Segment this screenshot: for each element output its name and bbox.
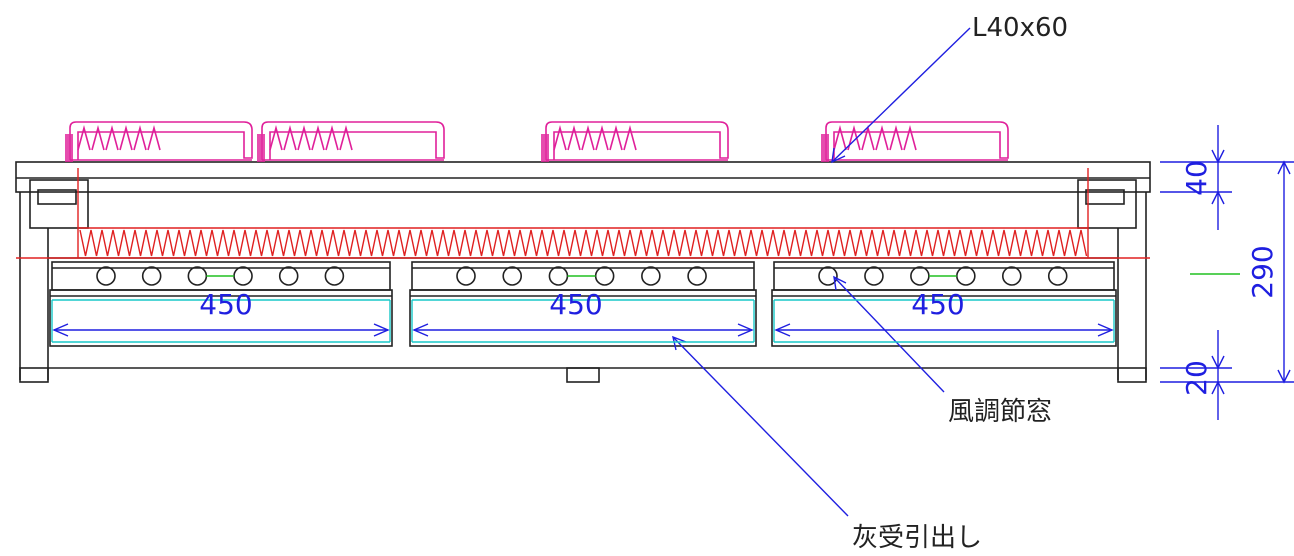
top-plate (15, 161, 1151, 193)
arrow-40-bottom (1211, 190, 1225, 205)
leader-angle-steel-arrow (831, 147, 846, 164)
dim-drawer-width-1: 450 (199, 288, 252, 321)
angle-steel-label: L40x60 (972, 13, 1068, 43)
fire-bar-row (16, 168, 1150, 259)
ash-drawer-label: 灰受引出し (852, 523, 982, 553)
right-beam-inner (1085, 189, 1125, 205)
center-foot (566, 367, 600, 383)
air-hole (324, 266, 345, 286)
left-beam-inner (37, 189, 77, 205)
grate-tooth (105, 124, 119, 151)
ash-drawer-body (771, 289, 1117, 347)
right-beam (1077, 179, 1137, 229)
air-hole (1047, 266, 1068, 286)
air-hole (910, 266, 930, 286)
grate-tooth (567, 124, 581, 151)
dim-drawer-width-2: 450 (549, 288, 602, 321)
center-marks (206, 273, 1240, 277)
air-hole (641, 266, 661, 286)
grate-tooth (553, 124, 567, 151)
grate-tooth (269, 124, 283, 151)
air-hole (456, 266, 476, 286)
drawer-width-arrow-right (1097, 323, 1114, 337)
arrow-20-top (1211, 355, 1225, 370)
grate-tooth (311, 124, 325, 151)
grate-tooth (595, 124, 609, 151)
grate-tooth (847, 124, 861, 151)
air-hole (1001, 266, 1022, 286)
dim-drawer-width-3: 450 (911, 288, 964, 321)
leader-angle-steel (831, 27, 971, 163)
left-beam (29, 179, 89, 229)
dim-top-thickness: 40 (1180, 160, 1213, 196)
drawer-width-arrow-left (412, 323, 429, 337)
grate-tooth (833, 124, 847, 151)
air-window-label: 風調節窓 (948, 397, 1052, 427)
dim-bottom-thickness: 20 (1180, 360, 1213, 396)
air-hole (141, 266, 162, 286)
leader-air-window (833, 276, 945, 393)
grate-tooth (91, 124, 105, 151)
grate-tooth (77, 124, 91, 151)
firebar-zigzag (79, 229, 1088, 257)
arrow-40-top (1211, 149, 1225, 164)
frame-structure (15, 161, 1151, 383)
arrow-290-top (1277, 160, 1291, 175)
arrow-290-bottom (1277, 369, 1291, 384)
grate-tooth (147, 124, 161, 151)
air-hole (233, 266, 253, 286)
grate-handle (545, 121, 729, 160)
air-hole (956, 266, 976, 286)
grate-handle (825, 121, 1009, 160)
air-hole (594, 266, 615, 286)
grate-tooth (339, 124, 353, 151)
drawer-width-arrow-right (373, 323, 390, 337)
grate-tooth (623, 124, 637, 151)
air-hole (818, 266, 838, 286)
leader-ash-drawer-arrow (672, 335, 687, 351)
grate-tooth (325, 124, 339, 151)
left-foot (19, 367, 49, 383)
grate-tooth (133, 124, 147, 151)
ash-drawers (49, 261, 1117, 347)
ash-drawer-body (409, 289, 757, 347)
dim-total-height: 290 (1246, 245, 1279, 298)
arrow-20-bottom (1211, 380, 1225, 395)
air-hole (502, 266, 523, 286)
grate-handle (261, 121, 445, 160)
right-foot (1117, 367, 1147, 383)
grate-tooth (581, 124, 595, 151)
drawer-width-arrow-left (774, 323, 791, 337)
grate-tooth (903, 124, 917, 151)
ash-drawer-body (49, 289, 393, 347)
grate-tooth (875, 124, 889, 151)
leader-air-window-arrow (833, 275, 847, 291)
grate-tooth (889, 124, 903, 151)
leader-ash-drawer (672, 336, 849, 517)
grate-handle (69, 121, 253, 160)
dimension-lines (51, 27, 1294, 517)
air-hole (548, 266, 569, 286)
air-hole (278, 266, 299, 286)
grate-sections (65, 121, 1009, 162)
air-hole (96, 266, 116, 286)
grate-tooth (297, 124, 311, 151)
air-hole (187, 266, 208, 286)
drawer-width-arrow-right (737, 323, 754, 337)
air-hole (687, 266, 707, 286)
grate-tooth (283, 124, 297, 151)
drawer-width-arrow-left (52, 323, 69, 337)
grate-tooth (119, 124, 133, 151)
grate-tooth (609, 124, 623, 151)
air-hole (864, 266, 884, 286)
